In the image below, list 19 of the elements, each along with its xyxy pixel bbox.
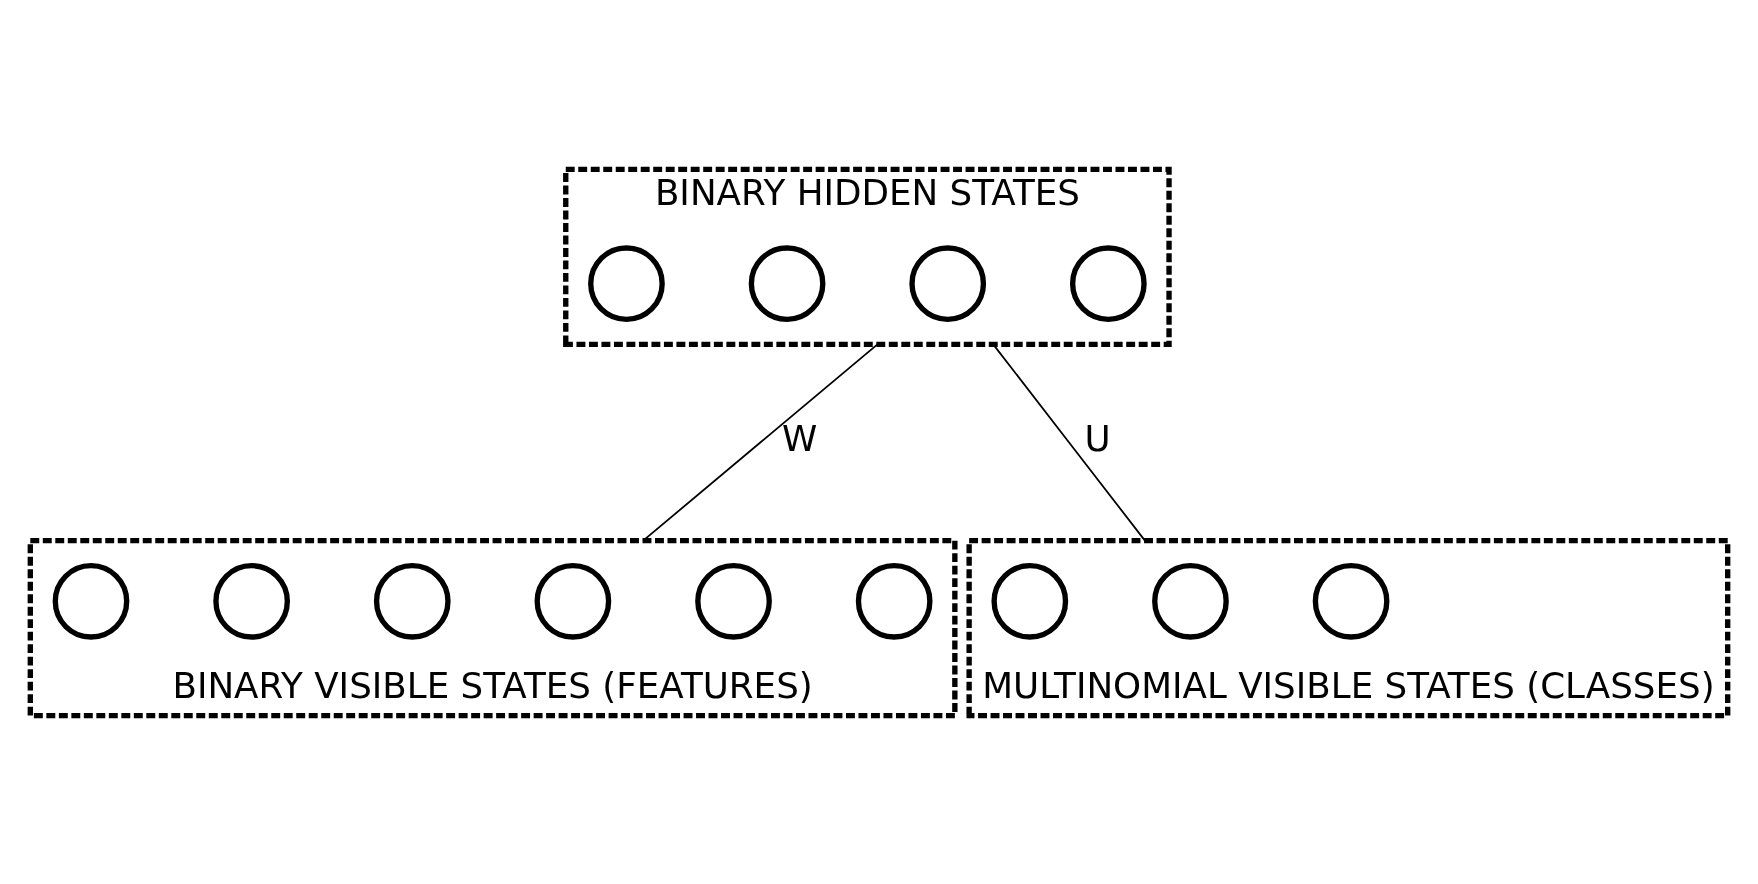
cluster: MULTINOMIAL VISIBLE STATES (CLASSES) (966, 537, 1731, 718)
node-circle (748, 244, 826, 322)
node-circle (1070, 244, 1147, 322)
node-circle (855, 562, 933, 640)
node-circle (213, 562, 290, 640)
node-circle (373, 562, 451, 640)
edge-label: W (781, 417, 818, 459)
node-circle (1312, 562, 1390, 640)
connector (642, 342, 879, 542)
node-circle (52, 562, 130, 640)
node-circle (695, 562, 772, 640)
edge-label: U (1084, 417, 1111, 459)
node-circle (1152, 562, 1229, 640)
cluster: BINARY VISIBLE STATES (FEATURES) (27, 537, 958, 718)
node-circle (588, 244, 665, 322)
cluster: BINARY HIDDEN STATES (563, 166, 1172, 347)
node-circle (991, 562, 1069, 640)
node-circle (534, 562, 612, 640)
node-circle (909, 244, 987, 322)
